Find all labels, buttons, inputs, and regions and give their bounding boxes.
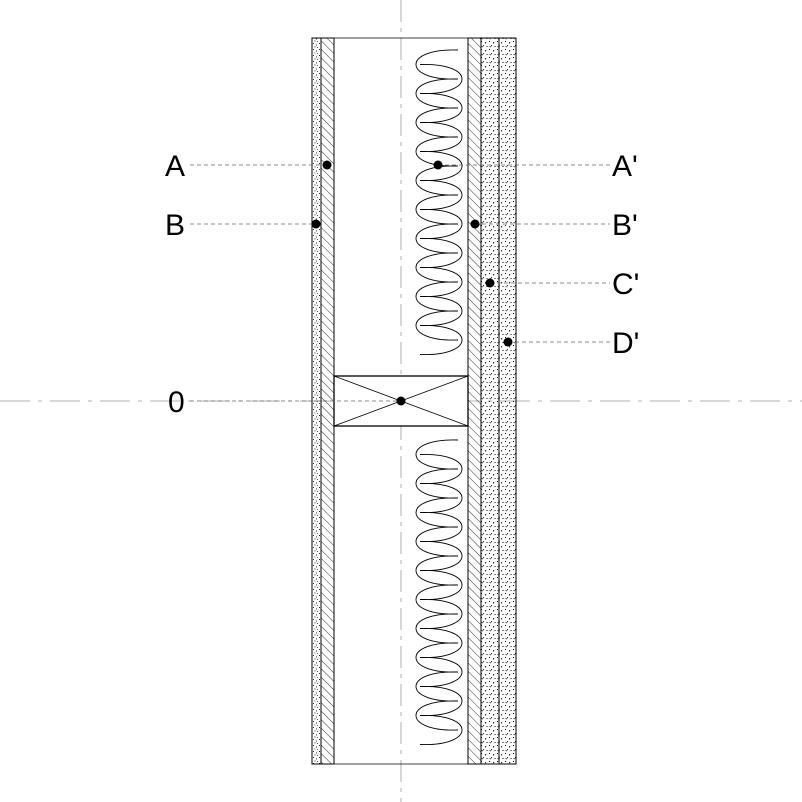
leader-lines [190, 164, 610, 402]
insulation-lower [415, 439, 463, 745]
insulation-upper [415, 49, 463, 355]
label-zero: 0 [168, 386, 185, 419]
exterior-board-layer [480, 37, 500, 765]
insulation-batt-loops [415, 49, 463, 355]
point-a-prime [433, 160, 443, 170]
point-b [311, 219, 321, 229]
label-b-prime: B' [612, 209, 638, 242]
label-c-prime: C' [612, 268, 639, 301]
sheathing-layer-exterior [467, 37, 482, 765]
label-a: A [165, 150, 185, 183]
label-a-prime: A' [612, 150, 638, 183]
point-c-prime [485, 278, 495, 288]
point-a [322, 160, 332, 170]
exterior-cladding-layer [498, 37, 517, 765]
point-zero [396, 396, 406, 406]
label-b: B [165, 209, 185, 242]
point-d-prime [503, 337, 513, 347]
point-b-prime [470, 219, 480, 229]
insulation-batt-loops [415, 439, 463, 745]
label-d-prime: D' [612, 327, 639, 360]
